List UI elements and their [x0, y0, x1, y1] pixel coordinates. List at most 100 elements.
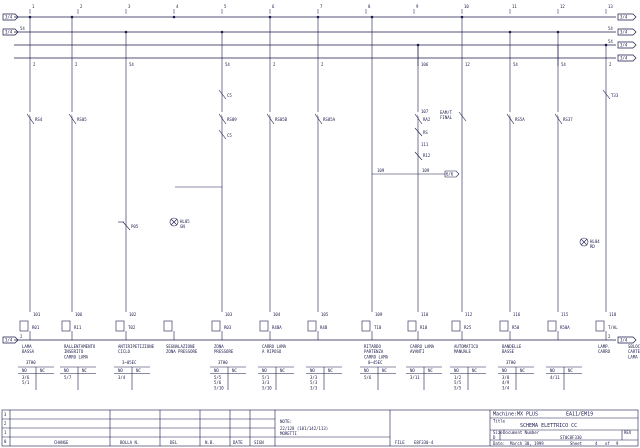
supply-rails [2, 13, 637, 344]
branch-description: AUTOMATICO [454, 344, 479, 349]
branch-description: ZONA PRESSORE [166, 349, 198, 354]
rail-tag-right [617, 336, 637, 344]
wire-number: 104 [273, 312, 281, 317]
column-number: 7 [320, 4, 323, 9]
wire-number: 54 [561, 62, 566, 67]
wire-number: 102 [129, 312, 137, 317]
wire-number: 2 [321, 62, 324, 67]
rail-tag-right [617, 13, 637, 21]
branch-description: PRESSORE [214, 349, 234, 354]
lamp-label: HL04 [590, 239, 600, 244]
lamp-label: RD [590, 244, 595, 249]
title-block-text: 3 2 1 0 CHANGE BOLLA N. DEL N.B. DATE SI… [4, 412, 632, 447]
junction-dot [124, 30, 128, 34]
col-bolla: BOLLA N. [120, 440, 139, 445]
rev-row: 1 [4, 430, 7, 435]
branch-description: RALLENTAMENTO [64, 344, 96, 349]
wire-number: 116 [513, 312, 521, 317]
coil-symbol [211, 320, 221, 332]
reference-values: 3/3 [310, 385, 318, 390]
wire-number: 109 [375, 312, 383, 317]
branch-description: MANUALE [454, 349, 471, 354]
reference-no: NO [410, 368, 415, 373]
column-number: 10 [464, 4, 469, 9]
rev-row: 0 [4, 439, 7, 444]
reference-title: 0~45EC [368, 360, 383, 365]
coil-label: R03 [224, 325, 232, 330]
wire-number: 105 [321, 312, 329, 317]
coil-label: R25 [464, 325, 472, 330]
coil-label: R10 [420, 325, 428, 330]
reference-nc: NC [428, 368, 433, 373]
machine-label: Machine: [493, 412, 517, 418]
reference-values: 5/6 [214, 380, 222, 385]
wire-number: 54 [513, 62, 518, 67]
column-number: 3 [128, 4, 131, 9]
relay-label: RS09 [227, 117, 237, 122]
branch-description: CARRO [598, 349, 611, 354]
column-number: 1 [32, 4, 35, 9]
contact-blade [414, 113, 423, 125]
rail-label: 3/4 [620, 56, 628, 61]
reference-values: 5/3 [310, 380, 318, 385]
col-nb: N.B. [205, 440, 215, 445]
branch-description: CARRO LAMA [364, 354, 389, 359]
coil-symbol [407, 320, 417, 332]
reference-values: 3/4 [118, 375, 126, 380]
rail-wire: 54 [608, 26, 613, 31]
junction-dot [370, 15, 374, 19]
coil-label: T/AL [608, 325, 618, 330]
reference-values: 5/10 [262, 385, 272, 390]
rail-label: 3/4 [5, 15, 13, 20]
selector-label: FINAL [440, 115, 453, 120]
xref-labels: 109 109 6/6 [377, 168, 454, 177]
relay-label: RS5A [515, 117, 525, 122]
col-date: DATE [233, 440, 243, 445]
reference-values: 4/11 [550, 375, 560, 380]
wire-number: 2 [609, 62, 612, 67]
rail-wire: 54 [608, 39, 613, 44]
coil-label: R4B [320, 325, 328, 330]
reference-no: NO [64, 368, 69, 373]
wire-number: 2 [33, 62, 36, 67]
contact-blade [218, 129, 227, 140]
lamp-cross [580, 238, 588, 246]
title-block [1, 409, 639, 447]
wire-number: 111 [421, 142, 429, 147]
xref-wire: 109 [422, 168, 430, 173]
reference-title: 3TH0 [26, 360, 36, 365]
reference-values: 3/3 [262, 380, 270, 385]
size-label: Size [493, 430, 503, 435]
file-label: FILE [395, 440, 405, 445]
wire-number: 12 [465, 62, 470, 67]
xref-wire: 109 [377, 168, 385, 173]
reference-values: 1/2 [454, 375, 462, 380]
branch-description: BASSA [22, 349, 35, 354]
coil-symbol [61, 320, 71, 332]
branch-description: AVANTI [410, 349, 425, 354]
reference-values: 3/8 [502, 375, 510, 380]
contact-blade [26, 113, 35, 125]
junction-dot [316, 15, 320, 19]
relay-label: RS37 [563, 117, 573, 122]
wire-number: 106 [75, 312, 83, 317]
reference-no: NO [22, 368, 27, 373]
of-label: of [605, 441, 610, 446]
lamp-cross [170, 218, 178, 226]
contact-label: C5 [227, 93, 232, 98]
reference-nc: NC [232, 368, 237, 373]
coil-label: R4BA [272, 325, 282, 330]
sheet-total: 9 [616, 441, 619, 446]
contact-blade [554, 113, 563, 125]
reference-values: 5/6 [364, 375, 372, 380]
contact-blade [314, 113, 323, 125]
title-label: Title [493, 419, 506, 424]
reference-values: 3/6 [22, 375, 30, 380]
relay-label: RS05 [77, 117, 87, 122]
